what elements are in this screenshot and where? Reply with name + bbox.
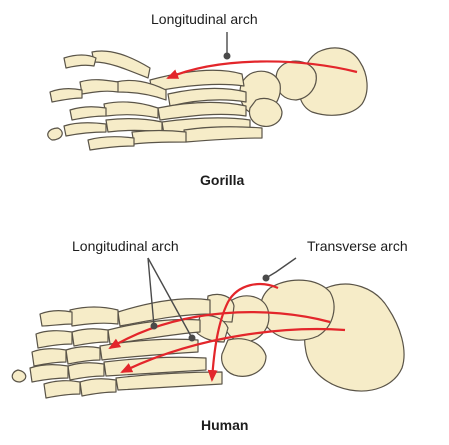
gorilla-toe-2-tip	[80, 80, 118, 94]
human-toe-2-distal	[36, 331, 72, 348]
human-toe-4-distal	[30, 365, 68, 382]
human-hallux-proximal	[70, 307, 118, 326]
gorilla-toe-1	[92, 51, 150, 78]
human-caption: Human	[201, 417, 248, 433]
human-transverse-arch-leader-dot	[263, 275, 270, 282]
gorilla-caption: Gorilla	[200, 172, 244, 188]
gorilla-toe-3	[104, 102, 158, 118]
gorilla-toe-4-tip	[64, 123, 106, 136]
gorilla-toe-1-tip	[64, 55, 96, 68]
human-toe-3-distal	[32, 349, 66, 366]
human-toe-4-proximal	[68, 363, 104, 380]
human-transverse-arch-leader	[266, 258, 296, 278]
gorilla-cuboid	[250, 99, 283, 127]
human-toe-2-proximal	[72, 329, 108, 346]
human-toe-3-proximal	[66, 347, 100, 364]
human-long-arch-leader-dot-1	[151, 323, 158, 330]
human-cuboid	[222, 339, 266, 377]
human-longitudinal-arch-label: Longitudinal arch	[72, 238, 179, 254]
gorilla-foot-skeleton	[48, 48, 367, 150]
gorilla-metatarsal-5	[184, 127, 262, 142]
gorilla-toe-extra	[48, 128, 63, 140]
gorilla-toe-5-tip	[88, 137, 134, 150]
gorilla-toe-3-tip	[70, 107, 106, 120]
human-transverse-arch-label: Transverse arch	[307, 238, 408, 254]
gorilla-toe-5	[132, 131, 186, 145]
human-foot-skeleton	[12, 280, 404, 398]
gorilla-toe-2-end	[50, 89, 82, 102]
human-toe-5-distal	[44, 381, 80, 398]
human-long-arch-leader-dot-2	[189, 335, 196, 342]
human-hallux-distal	[40, 311, 72, 326]
human-toe-tip-extra	[12, 370, 26, 382]
gorilla-arch-label: Longitudinal arch	[151, 11, 258, 27]
human-toe-5-proximal	[80, 379, 116, 396]
gorilla-arch-leader-dot	[224, 53, 231, 60]
